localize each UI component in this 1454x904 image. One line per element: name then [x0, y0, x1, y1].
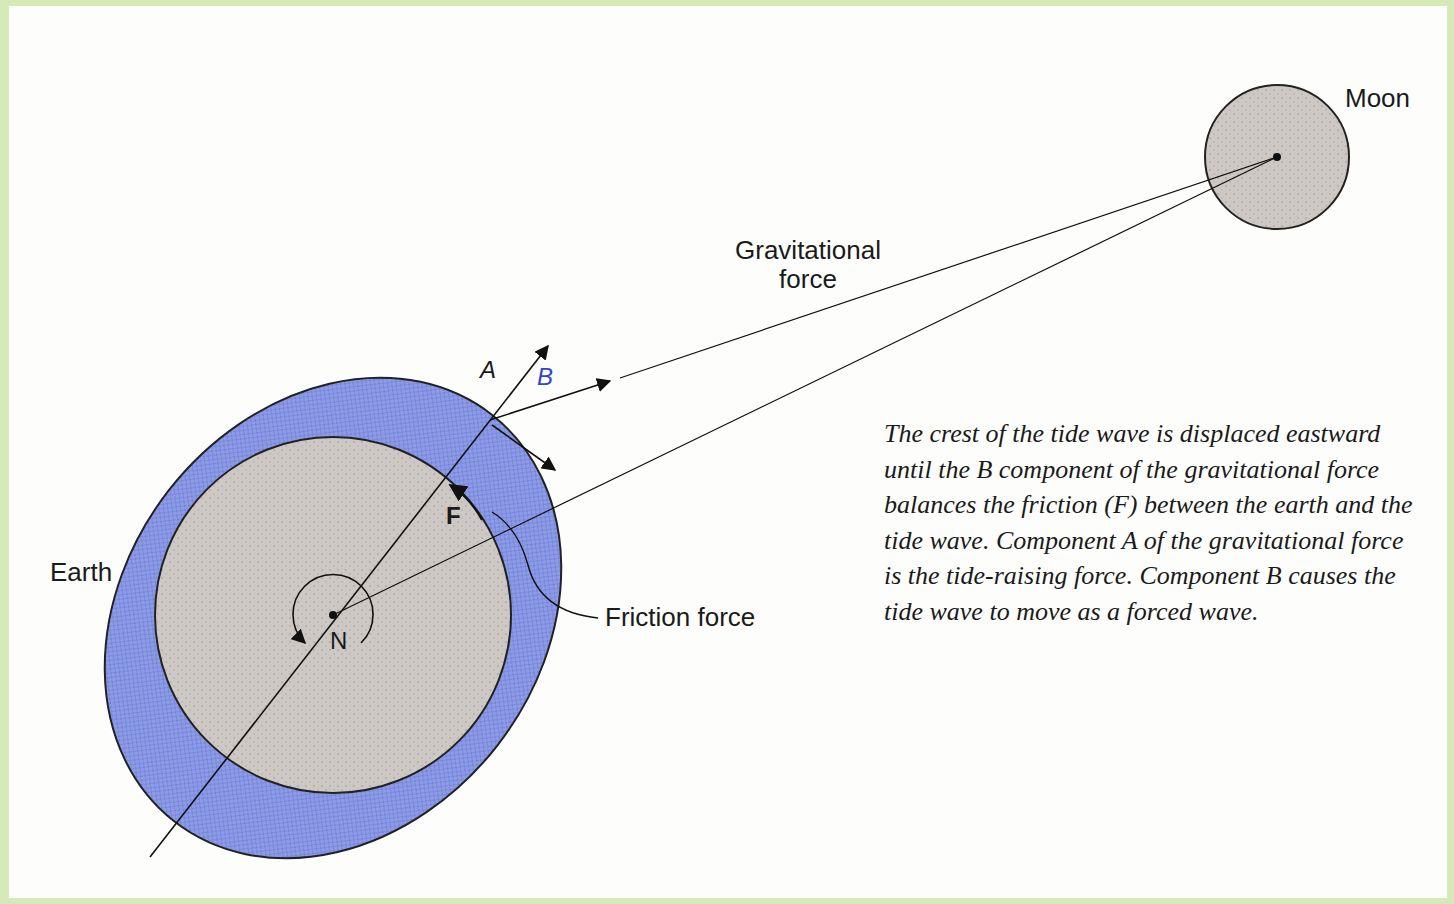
friction-label: Friction force	[605, 603, 755, 632]
component-letter: A	[480, 357, 496, 383]
force-label: Gravitational force	[713, 236, 903, 293]
earth-label: Earth	[50, 558, 112, 587]
caption-text: The crest of the tide wave is displaced …	[884, 416, 1424, 629]
force-letter: F	[446, 503, 461, 529]
pole-letter: N	[330, 628, 347, 654]
component-letter: B	[537, 364, 553, 390]
moon-label: Moon	[1345, 84, 1410, 113]
